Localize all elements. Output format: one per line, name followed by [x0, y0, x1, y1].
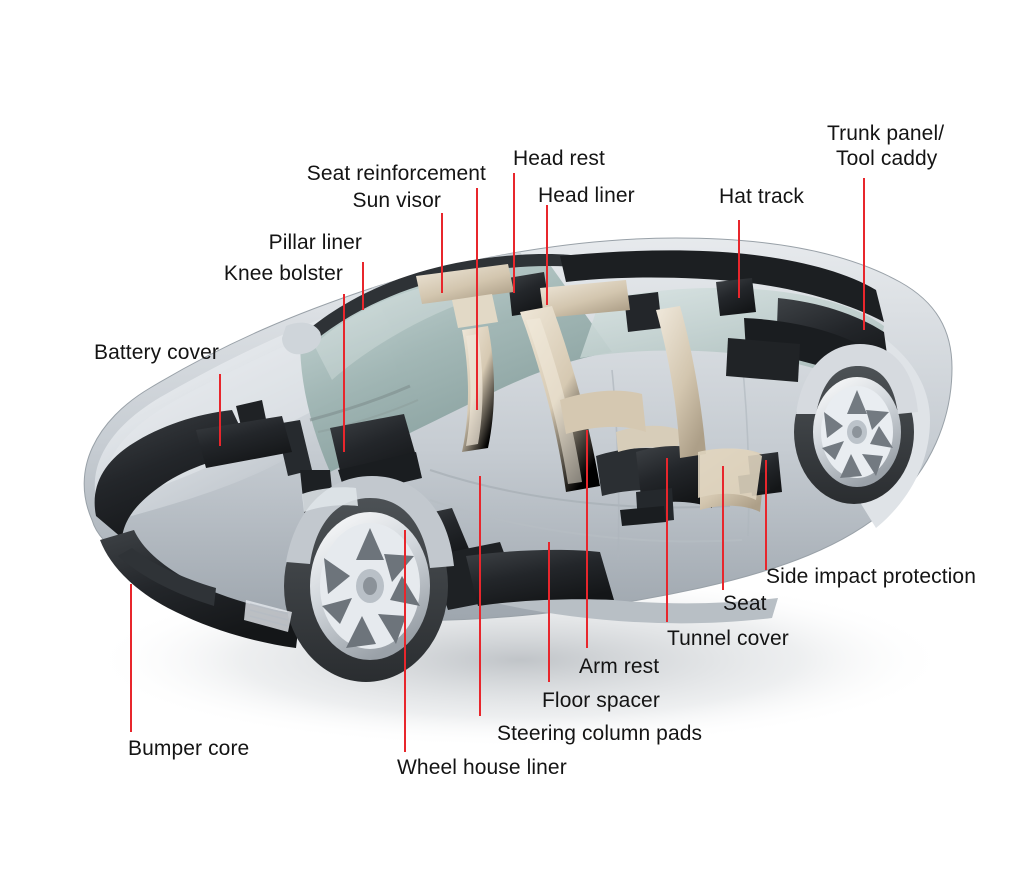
part-head-rest	[508, 272, 550, 316]
leader-line-bumper-core	[130, 584, 132, 732]
leader-line-head-liner	[546, 205, 548, 305]
label-tunnel-cover: Tunnel cover	[667, 627, 789, 650]
part-hat-track	[716, 278, 756, 316]
leader-line-hat-track	[738, 220, 740, 298]
label-floor-spacer: Floor spacer	[542, 689, 660, 712]
leader-line-head-rest	[513, 173, 515, 293]
part-floor-spacer	[466, 549, 614, 606]
label-head-liner: Head liner	[538, 184, 635, 207]
label-trunk-panel-line2: Tool caddy	[836, 147, 938, 170]
label-trunk-panel-line1: Trunk panel/	[827, 122, 945, 145]
leader-line-pillar-liner	[362, 262, 364, 310]
label-arm-rest: Arm rest	[579, 655, 660, 678]
leader-line-sun-visor	[441, 213, 443, 293]
label-seat: Seat	[723, 592, 767, 615]
label-battery-cover: Battery cover	[93, 341, 219, 364]
leader-line-seat	[722, 466, 724, 590]
label-wheel-house-liner: Wheel house liner	[397, 756, 567, 779]
label-steering-column-pads: Steering column pads	[497, 722, 703, 745]
leader-line-battery-cover	[219, 374, 221, 446]
leader-line-steering-column-pads	[479, 476, 481, 716]
leader-line-tunnel-cover	[666, 458, 668, 622]
label-knee-bolster: Knee bolster	[223, 262, 343, 285]
leader-line-wheel-house-liner	[404, 530, 406, 752]
label-side-impact-protection: Side impact protection	[766, 565, 976, 588]
front-wheel	[284, 490, 448, 682]
label-head-rest: Head rest	[513, 147, 605, 170]
part-head-liner	[416, 264, 514, 304]
label-bumper-core: Bumper core	[128, 737, 250, 760]
label-pillar-liner: Pillar liner	[268, 231, 362, 254]
label-sun-visor: Sun visor	[352, 189, 441, 212]
label-seat-reinforcement: Seat reinforcement	[306, 162, 486, 185]
leader-line-arm-rest	[586, 430, 588, 648]
leader-line-side-impact-protection	[765, 460, 767, 570]
rear-wheel	[794, 360, 914, 504]
label-hat-track: Hat track	[719, 185, 804, 208]
leader-line-trunk-panel	[863, 178, 865, 330]
leader-line-floor-spacer	[548, 542, 550, 682]
leader-line-knee-bolster	[343, 294, 345, 452]
leader-line-seat-reinforcement	[476, 188, 478, 410]
